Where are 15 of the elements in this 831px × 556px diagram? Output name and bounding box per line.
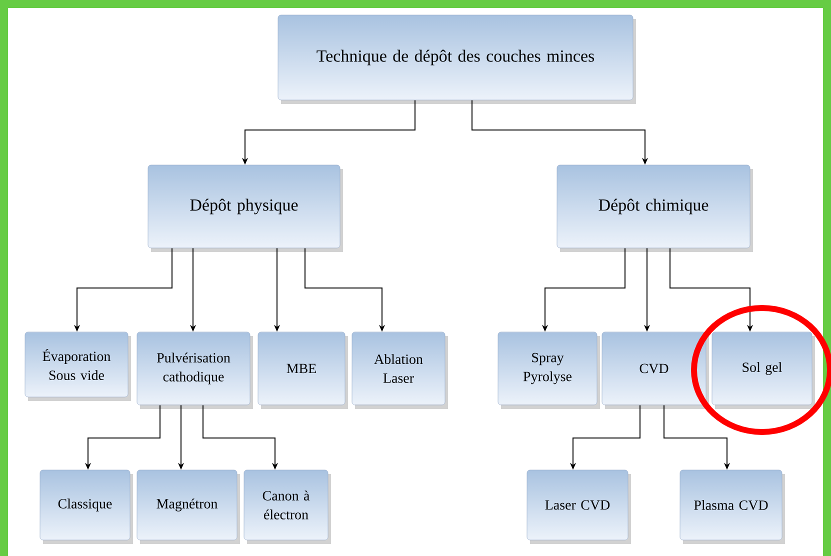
process-box: Plasma CVD <box>680 470 782 540</box>
process-box: Dépôt chimique <box>556 164 750 248</box>
process-box: Spray Pyrolyse <box>498 332 598 406</box>
process-box: Classique <box>40 470 130 540</box>
process-box: Canon à électron <box>244 470 328 540</box>
process-box: Laser CVD <box>526 470 628 540</box>
process-box: Pulvérisation cathodique <box>136 332 250 406</box>
process-box: Évaporation Sous vide <box>24 332 128 398</box>
process-box: Dépôt physique <box>148 164 340 248</box>
process-box: Sol gel <box>712 332 812 406</box>
process-box: CVD <box>602 332 706 406</box>
process-box: MBE <box>258 332 346 406</box>
process-box: Magnétron <box>136 470 238 540</box>
process-box: Technique de dépôt des couches minces <box>278 14 634 100</box>
process-box: Ablation Laser <box>352 332 446 406</box>
